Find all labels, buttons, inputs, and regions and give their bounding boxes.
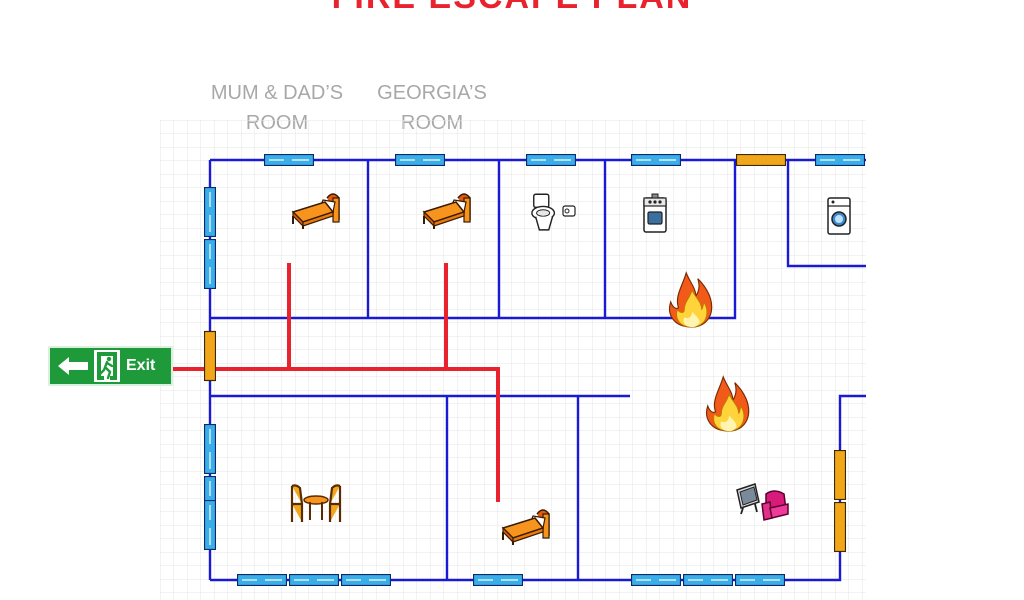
window: [473, 574, 523, 586]
window: [204, 424, 216, 474]
escape-route-main: [170, 367, 500, 502]
grid-background: [160, 120, 866, 600]
wall-upper-corridor: [210, 160, 737, 320]
washing-machine-icon: [827, 197, 851, 235]
left-arrow-icon: [58, 357, 88, 375]
page-title: FIRE ESCAPE PLAN: [0, 0, 1024, 17]
window: [683, 574, 733, 586]
window: [735, 574, 785, 586]
front-door: [204, 330, 216, 382]
georgia-room-label-line1: GEORGIA’S: [377, 82, 487, 104]
parents-room-label-line1: MUM & DAD’S: [210, 82, 344, 104]
window: [395, 154, 445, 166]
window: [631, 154, 681, 166]
window: [526, 154, 576, 166]
running-person-icon: [94, 350, 120, 382]
window: [631, 574, 681, 586]
window: [289, 574, 339, 586]
window: [815, 154, 865, 166]
escape-route: [170, 263, 500, 502]
window: [237, 574, 287, 586]
stove-icon: [643, 193, 667, 233]
exit-sign-label: Exit: [126, 357, 156, 374]
exit-sign: Exit: [48, 346, 173, 386]
wall-laundry: [786, 160, 866, 268]
window: [204, 239, 216, 289]
window: [341, 574, 391, 586]
window: [204, 500, 216, 550]
window: [204, 187, 216, 237]
door: [834, 450, 846, 500]
armchair-icon: [761, 490, 789, 521]
door: [834, 502, 846, 552]
window: [264, 154, 314, 166]
toilet-paper-icon: [562, 205, 576, 217]
door: [736, 154, 786, 166]
